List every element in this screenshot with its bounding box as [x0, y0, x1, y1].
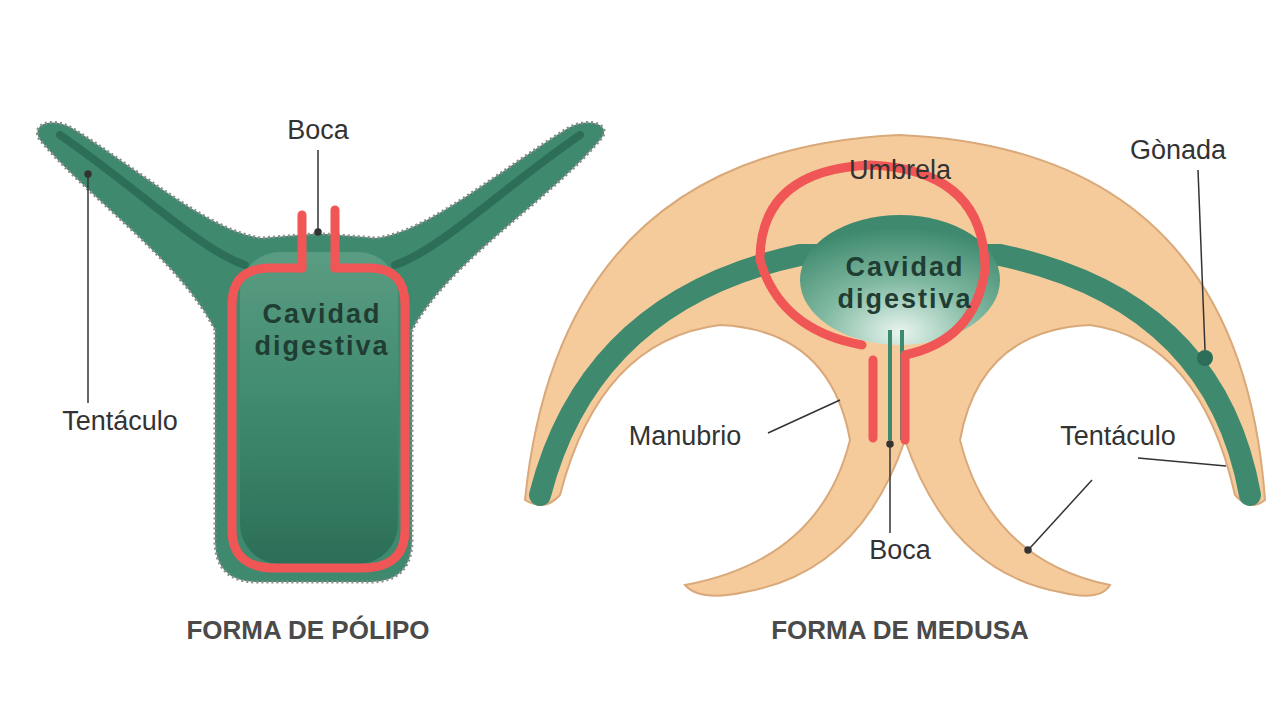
gonad [1197, 350, 1213, 366]
part-label: Tentáculo [62, 405, 178, 437]
form-caption: FORMA DE MEDUSA [771, 615, 1029, 646]
part-label: Boca [869, 534, 931, 566]
part-label: Tentáculo [1060, 420, 1176, 452]
polyp-tentacle-canal [60, 135, 580, 265]
polyp-body [37, 122, 604, 582]
red-annotation [232, 165, 985, 568]
cavity-label: Cavidad digestiva [825, 251, 985, 316]
form-caption: FORMA DE PÓLIPO [186, 615, 429, 646]
part-label: Manubrio [629, 420, 742, 452]
leader-lines [85, 150, 1226, 553]
part-label: Gònada [1130, 134, 1226, 166]
part-label: Boca [287, 114, 349, 146]
cavity-label: Cavidad digestiva [242, 298, 402, 363]
part-label: Umbrela [849, 154, 951, 186]
medusa-mouth-canal [890, 330, 902, 440]
medusa-bell [525, 135, 1265, 596]
medusa-cavity [800, 215, 1000, 345]
